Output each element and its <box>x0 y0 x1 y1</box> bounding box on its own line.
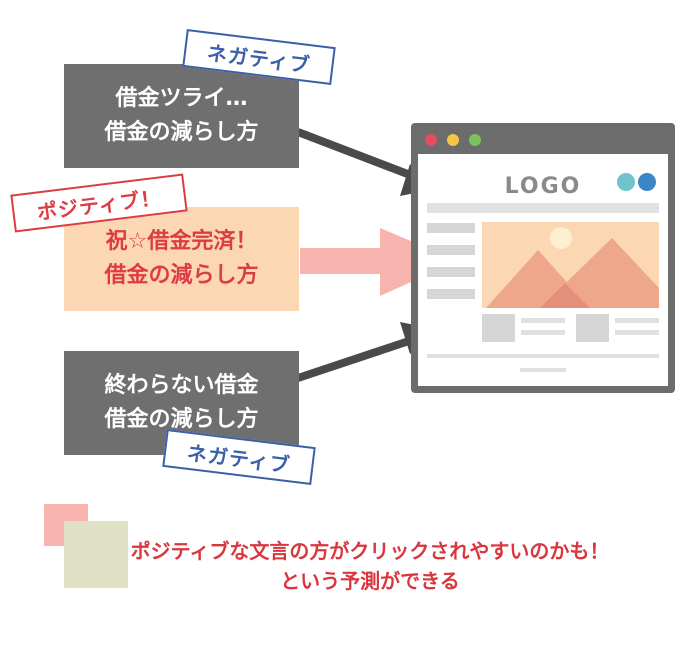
browser-mockup: LOGO <box>411 123 675 393</box>
title-line: 終わらない借金 <box>104 373 259 398</box>
positive-title-box: 祝☆借金完済！ 借金の減らし方 <box>64 207 299 311</box>
conclusion-text: ポジティブな文言の方がクリックされやすいのかも！ という予測ができる <box>130 539 610 593</box>
browser-logo: LOGO <box>505 174 582 199</box>
title-line: 借金の減らし方 <box>104 120 259 145</box>
negative-title-box-top: 借金ツライ… 借金の減らし方 <box>64 64 299 168</box>
title-line: 借金ツライ… <box>115 86 248 111</box>
decor-square-olive <box>64 521 128 588</box>
title-line: 借金の減らし方 <box>104 263 259 288</box>
title-line: 借金の減らし方 <box>104 407 259 432</box>
title-line: 祝☆借金完済！ <box>105 229 258 254</box>
